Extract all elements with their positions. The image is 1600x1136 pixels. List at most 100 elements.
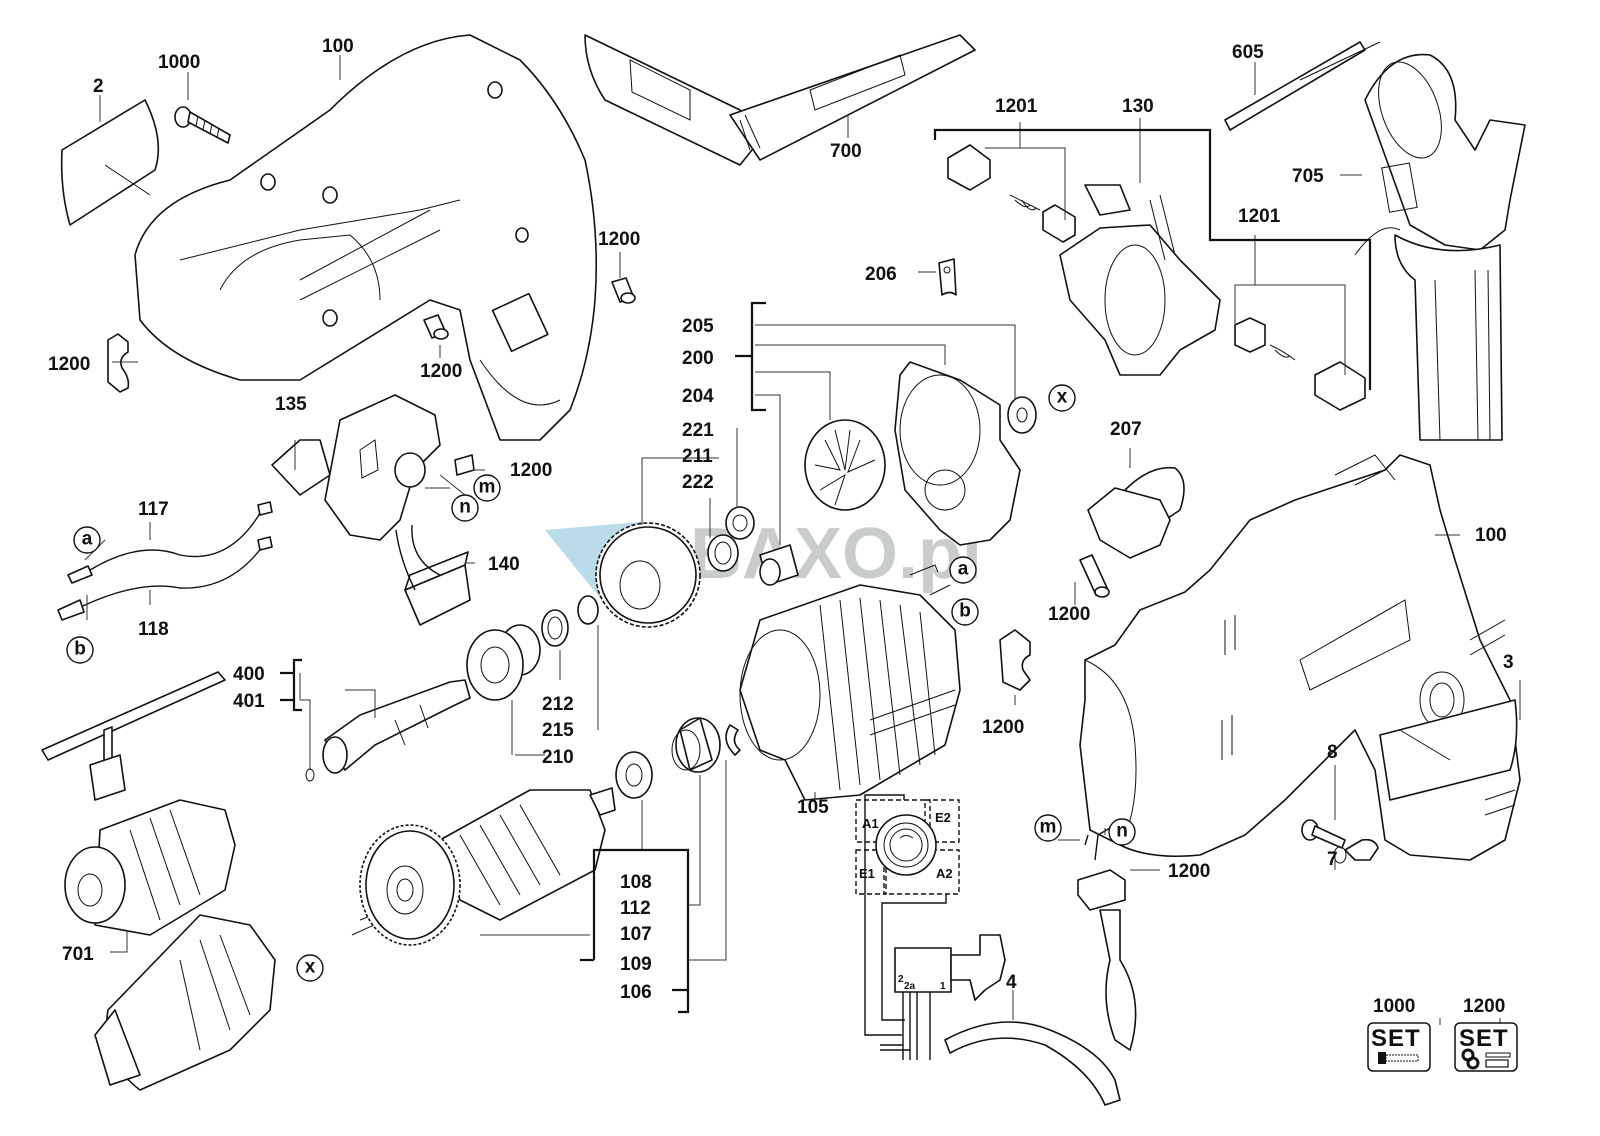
cable-clamp-screw[interactable]: [1301, 819, 1346, 849]
part-number-211-large-gear[interactable]: 211: [682, 446, 713, 467]
cable-guard[interactable]: [1077, 823, 1137, 1051]
housing-clip-left[interactable]: [107, 333, 130, 393]
part-number-2-label-plate-left[interactable]: 2: [93, 76, 104, 97]
spindle[interactable]: [322, 679, 471, 774]
part-number-1000-housing-screw[interactable]: 1000: [158, 52, 200, 73]
part-number-4-power-cord[interactable]: 4: [1006, 972, 1017, 993]
part-number-8-cable-clamp-screw[interactable]: 8: [1327, 742, 1338, 763]
housing-screw[interactable]: [174, 106, 231, 144]
part-number-130-brush-holder[interactable]: 130: [1122, 96, 1154, 117]
depth-rod[interactable]: [1224, 41, 1381, 131]
part-number-400-spindle[interactable]: 400: [233, 664, 265, 685]
part-number-222-circlip[interactable]: 222: [682, 472, 714, 493]
bevel-gear[interactable]: [804, 419, 886, 511]
part-number-106-armature[interactable]: 106: [620, 982, 652, 1003]
service-set-1200[interactable]: 1200 SET: [1454, 996, 1518, 1072]
part-number-109-clip-ring[interactable]: 109: [620, 954, 652, 975]
part-number-7-cable-clamp[interactable]: 7: [1327, 849, 1338, 870]
part-number-210-bearing-210[interactable]: 210: [542, 747, 574, 768]
drill-chuck[interactable]: [64, 799, 236, 936]
housing-pin-right[interactable]: [1079, 554, 1110, 598]
part-number-204-bevel-gear[interactable]: 204: [682, 386, 714, 407]
part-number-401-o-ring[interactable]: 401: [233, 691, 265, 712]
capacitor[interactable]: [395, 524, 471, 626]
housing-pin-upper[interactable]: [611, 277, 636, 304]
lead-wire-a[interactable]: [67, 501, 273, 584]
housing-clip-right[interactable]: [999, 629, 1031, 691]
switch[interactable]: [271, 394, 441, 541]
service-set-1000[interactable]: 1000 SET: [1367, 996, 1431, 1072]
circlip[interactable]: [707, 534, 739, 572]
o-ring[interactable]: [305, 768, 315, 782]
part-number-605-depth-rod[interactable]: 605: [1232, 42, 1264, 63]
part-number-105-stator[interactable]: 105: [797, 797, 829, 818]
stator[interactable]: [739, 564, 961, 801]
part-number-108-ball-bearing[interactable]: 108: [620, 872, 652, 893]
part-number-1200-housing-clip-left[interactable]: 1200: [48, 354, 90, 375]
carbon-brush-set-left[interactable]: [947, 144, 1076, 243]
part-number-212-washer-212[interactable]: 212: [542, 694, 574, 715]
part-number-215-retaining-ring[interactable]: 215: [542, 720, 574, 741]
label-plate-right[interactable]: [1379, 699, 1518, 801]
switch-screw[interactable]: [454, 454, 475, 476]
spring-clip[interactable]: [938, 258, 957, 296]
part-number-221-washer[interactable]: 221: [682, 420, 714, 441]
bracket-106: [580, 848, 690, 1014]
housing-pin-lower[interactable]: [423, 314, 449, 340]
part-number-1200-housing-clip-right[interactable]: 1200: [982, 717, 1024, 738]
part-number-205-gear-housing-group[interactable]: 205: [682, 316, 714, 337]
washer[interactable]: [725, 506, 755, 540]
gear-housing[interactable]: [894, 361, 1021, 546]
part-number-701-drill-chuck[interactable]: 701: [62, 944, 94, 965]
part-number-107-fan[interactable]: 107: [620, 924, 652, 945]
cable-clamp[interactable]: [1333, 838, 1379, 864]
part-number-200-gear-housing[interactable]: 200: [682, 348, 714, 369]
washer-right[interactable]: [1007, 396, 1037, 434]
part-number-1200-housing-pin-upper[interactable]: 1200: [598, 229, 640, 250]
part-number-1200-switch-screw[interactable]: 1200: [510, 460, 552, 481]
part-number-207-mode-selector[interactable]: 207: [1110, 419, 1142, 440]
clip-ring[interactable]: [725, 724, 741, 756]
carry-case[interactable]: [584, 34, 976, 166]
label-plate-left[interactable]: [60, 99, 160, 226]
bearing-210[interactable]: [466, 624, 541, 701]
retaining-ring[interactable]: [577, 595, 599, 625]
carbon-brush-set-right[interactable]: [1234, 317, 1366, 411]
washer-212[interactable]: [541, 609, 569, 647]
part-number-117-lead-wire-a[interactable]: 117: [138, 499, 169, 520]
part-number-100-housing-right-half[interactable]: 100: [1475, 525, 1507, 546]
terminal-label-a1: A1: [862, 816, 879, 831]
terminal-label-e2: E2: [935, 810, 951, 825]
bearing-sleeve[interactable]: [671, 717, 721, 773]
wiring-diagram: A1 E2 E1 A2 2 2a 1: [855, 794, 1006, 1060]
power-cord[interactable]: [944, 1021, 1121, 1106]
mode-selector[interactable]: [1087, 466, 1185, 559]
part-number-1201-carbon-brush-set-left[interactable]: 1201: [995, 96, 1038, 117]
keyless-chuck[interactable]: [94, 914, 276, 1091]
housing-left-half[interactable]: [134, 34, 598, 441]
connection-marker-b: b: [66, 636, 94, 664]
connection-marker-m: m: [1034, 814, 1062, 842]
ball-bearing[interactable]: [615, 751, 653, 799]
part-number-118-lead-wire-b[interactable]: 118: [138, 619, 169, 640]
part-number-112-bearing-sleeve[interactable]: 112: [620, 898, 651, 919]
brush-holder[interactable]: [1059, 184, 1221, 376]
part-number-705-side-handle[interactable]: 705: [1292, 166, 1324, 187]
part-number-1200-housing-pin-right[interactable]: 1200: [1048, 604, 1090, 625]
fan[interactable]: [359, 824, 461, 946]
part-number-700-carry-case[interactable]: 700: [830, 141, 862, 162]
part-number-1200-cable-guard[interactable]: 1200: [1168, 861, 1210, 882]
side-handle[interactable]: [1354, 53, 1526, 441]
leader-lines: [84, 55, 1521, 1025]
large-gear[interactable]: [595, 522, 701, 628]
needle-bearing[interactable]: [759, 544, 799, 586]
part-number-206-spring-clip[interactable]: 206: [865, 264, 897, 285]
part-number-140-capacitor[interactable]: 140: [488, 554, 520, 575]
part-number-135-switch[interactable]: 135: [275, 394, 307, 415]
chuck-key[interactable]: [41, 671, 226, 801]
part-number-100-housing-left-half[interactable]: 100: [322, 36, 354, 57]
part-number-3-label-plate-right[interactable]: 3: [1503, 652, 1514, 673]
part-number-1200-housing-pin-lower[interactable]: 1200: [420, 361, 462, 382]
part-number-1201-carbon-brush-set-right[interactable]: 1201: [1238, 206, 1281, 227]
lead-wire-b[interactable]: [57, 536, 273, 621]
